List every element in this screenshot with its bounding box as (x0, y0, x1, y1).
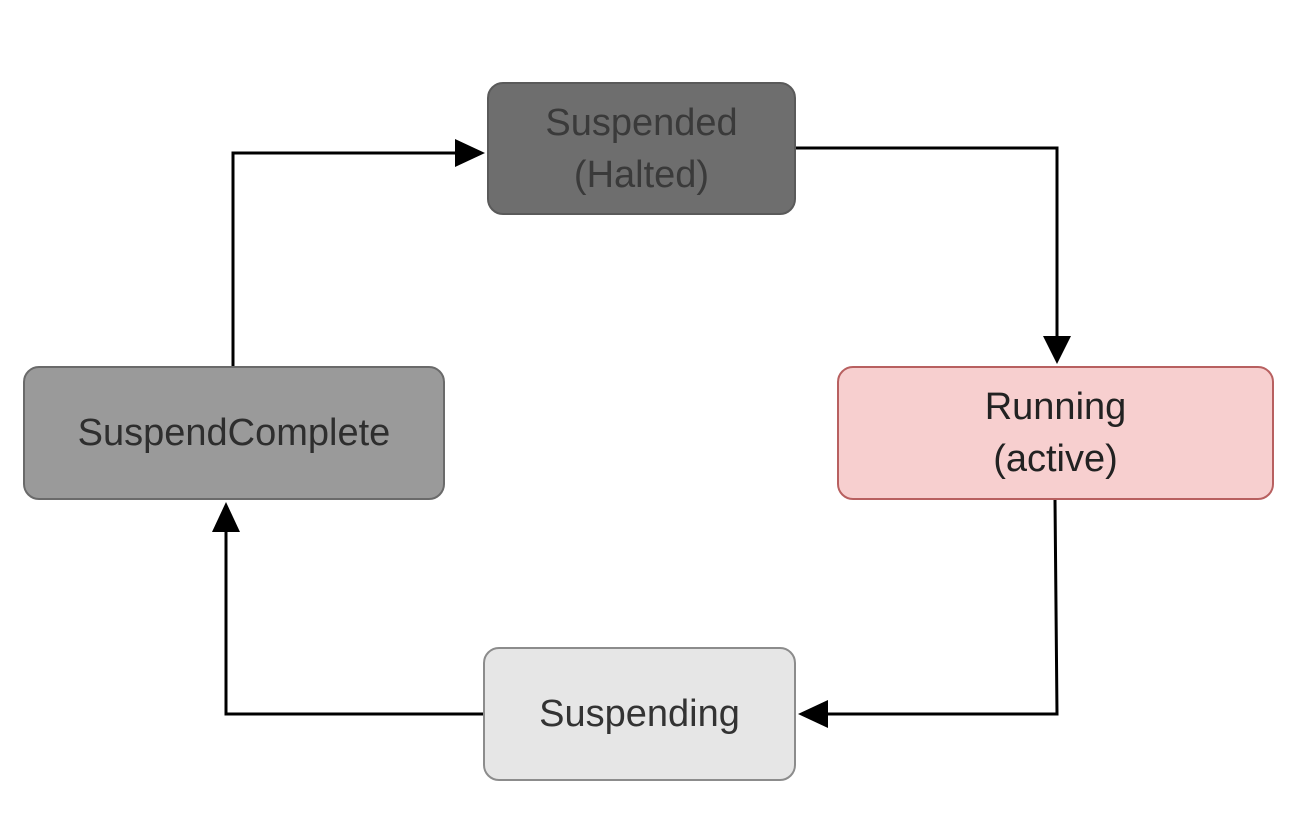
state-suspend-complete-label: SuspendComplete (77, 412, 391, 454)
transition-running-to-suspending (798, 499, 1059, 728)
state-running-active: Running (active) (837, 366, 1274, 500)
state-suspending: Suspending (483, 647, 796, 781)
state-suspended-sublabel: (Halted) (573, 153, 710, 196)
transition-suspending-to-suspendcomplete (212, 502, 483, 716)
state-running-label: Running (984, 386, 1127, 428)
transition-suspended-to-running (796, 146, 1071, 364)
state-suspended-label: Suspended (545, 101, 738, 144)
state-suspending-label: Suspending (539, 693, 740, 735)
transition-suspendcomplete-to-suspended (231, 139, 485, 366)
state-suspended-halted: Suspended (Halted) (487, 82, 796, 215)
state-suspend-complete: SuspendComplete (23, 366, 445, 500)
state-running-sublabel: (active) (993, 438, 1118, 480)
